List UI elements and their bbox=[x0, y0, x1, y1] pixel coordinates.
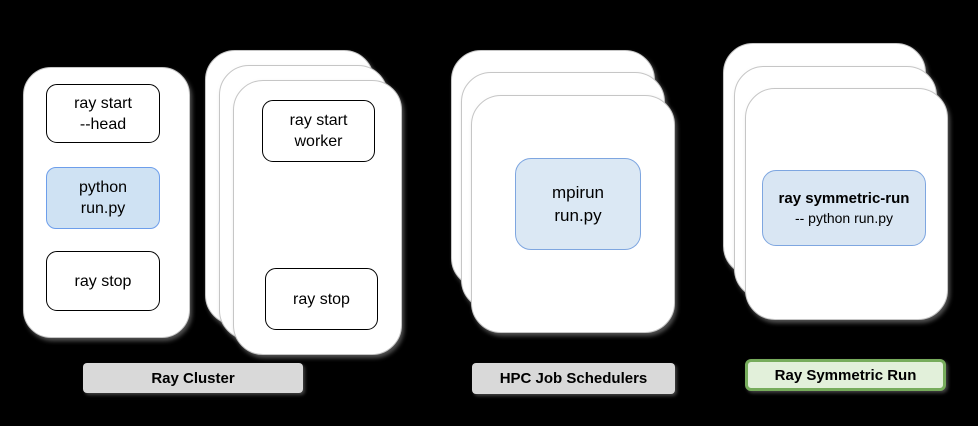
label-ray-symmetric-run: Ray Symmetric Run bbox=[745, 359, 946, 391]
cmd-line: run.py bbox=[80, 200, 126, 217]
cmd-ray-start-head: ray start --head bbox=[46, 84, 160, 143]
stack-card-front: ray start worker ray stop bbox=[233, 80, 402, 355]
cmd-line: ray stop bbox=[74, 272, 132, 290]
cmd-ray-start-worker: ray start worker bbox=[262, 100, 375, 162]
cmd-python-run: python run.py bbox=[46, 167, 160, 229]
stack-card-front: ray symmetric-run -- python run.py bbox=[745, 88, 948, 320]
cmd-line: run.py bbox=[554, 206, 602, 225]
cmd-mpirun-run: mpirun run.py bbox=[515, 158, 641, 250]
cmd-line: mpirun bbox=[552, 183, 604, 202]
cmd-line-subtitle: -- python run.py bbox=[794, 210, 894, 226]
cmd-line-title: ray symmetric-run bbox=[778, 190, 910, 207]
cmd-line: ray stop bbox=[293, 290, 350, 308]
stack-card-front: mpirun run.py bbox=[471, 95, 675, 333]
label-ray-cluster: Ray Cluster bbox=[83, 363, 303, 393]
cmd-line: --head bbox=[79, 115, 127, 133]
cmd-line: worker bbox=[294, 133, 343, 150]
cmd-ray-symmetric-run: ray symmetric-run -- python run.py bbox=[762, 170, 926, 246]
cmd-ray-stop: ray stop bbox=[46, 251, 160, 311]
cmd-line: ray start bbox=[74, 94, 132, 112]
head-node-card: ray start --head python run.py ray stop bbox=[23, 67, 190, 338]
label-hpc-job-schedulers: HPC Job Schedulers bbox=[472, 363, 675, 394]
cmd-line: ray start bbox=[289, 112, 348, 129]
cmd-line: python bbox=[78, 179, 128, 196]
cmd-ray-stop-worker: ray stop bbox=[265, 268, 378, 330]
